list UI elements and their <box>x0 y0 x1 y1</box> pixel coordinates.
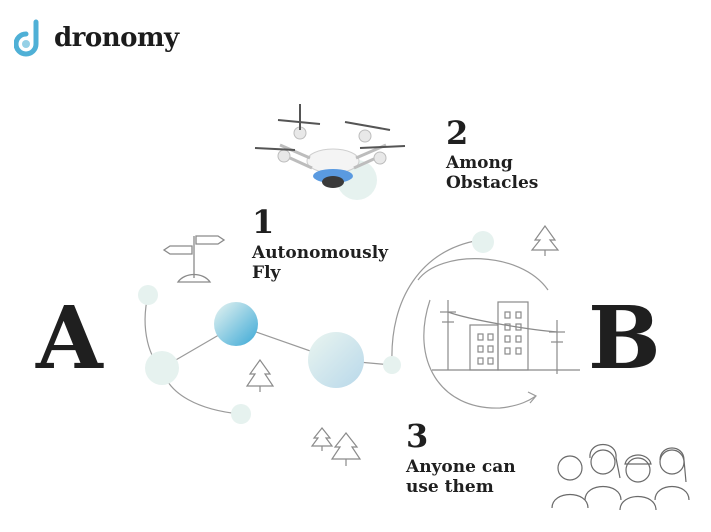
route-end-label: B <box>588 288 661 389</box>
path-arrow-head <box>527 391 537 404</box>
route-start-label: A <box>36 288 103 389</box>
step-2-text: Among Obstacles <box>446 153 539 193</box>
node-start <box>145 351 179 385</box>
people-group-icon <box>551 444 690 511</box>
signpost-icon <box>162 235 226 283</box>
tree-icon-3 <box>310 427 334 451</box>
dronomy-logo-icon <box>14 19 39 57</box>
node-large <box>308 332 364 388</box>
node-small-3 <box>383 356 401 374</box>
brand-name: dronomy <box>54 23 179 53</box>
node-small-1 <box>138 285 158 305</box>
city-icon <box>432 300 580 374</box>
step-1-number: 1 <box>252 203 275 241</box>
path-arc-top <box>417 258 549 291</box>
step-3-text: Anyone can use them <box>406 457 516 497</box>
drone-icon <box>254 104 406 188</box>
tree-icon-4 <box>330 432 362 466</box>
node-blue <box>214 302 258 346</box>
node-small-2 <box>231 404 251 424</box>
path-arc-up <box>391 239 481 363</box>
step-2-number: 2 <box>446 114 469 152</box>
tree-icon-1 <box>530 224 560 256</box>
path-arc-bottom <box>423 299 537 409</box>
tree-icon-2 <box>245 358 275 392</box>
node-small-4 <box>472 231 494 253</box>
step-1-text: Autonomously Fly <box>252 243 389 283</box>
step-3-number: 3 <box>406 417 429 455</box>
logo[interactable]: dronomy <box>14 18 179 58</box>
